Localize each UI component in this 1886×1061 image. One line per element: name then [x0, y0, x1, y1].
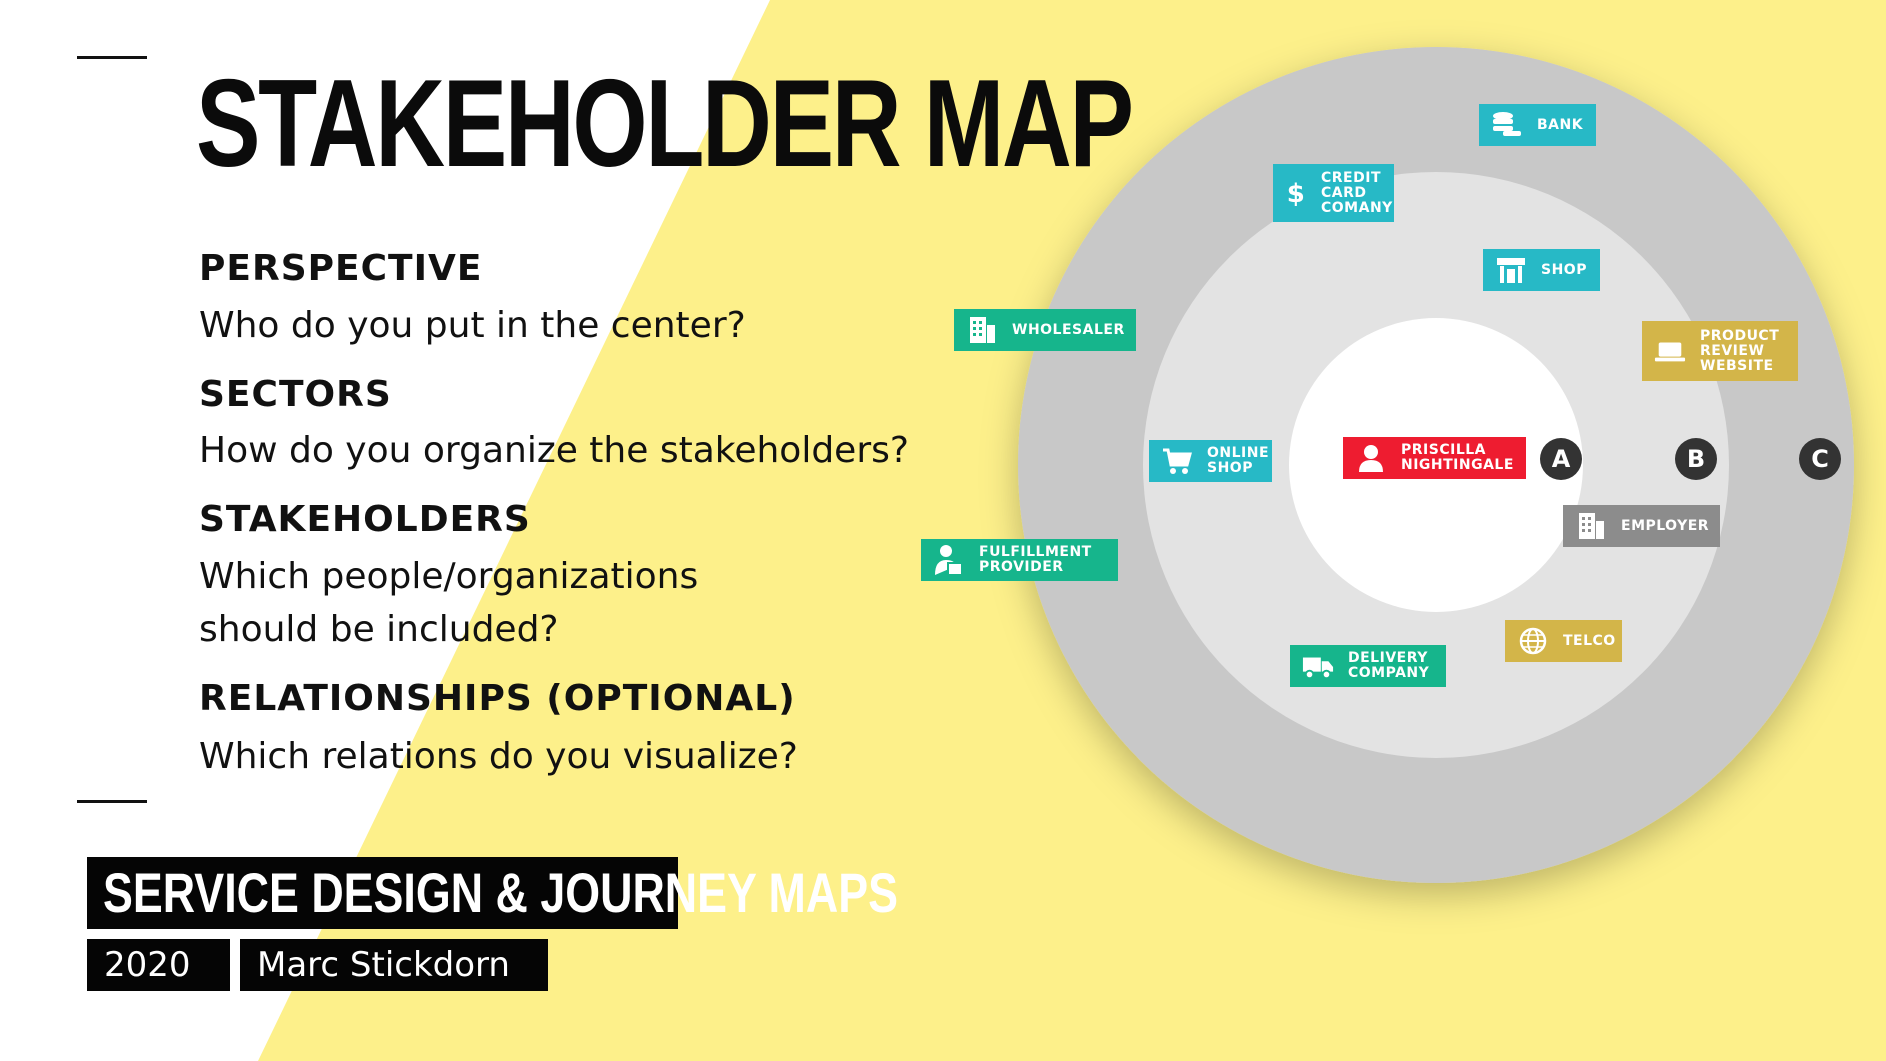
text-stakeholders-line2: should be included? — [199, 609, 559, 650]
text-relationships: Which relations do you visualize? — [199, 736, 798, 777]
stakeholder-label: WHOLESALER — [1012, 321, 1125, 338]
stakeholder-label: CREDIT CARD COMANY — [1321, 169, 1393, 216]
stakeholder-wholesaler: WHOLESALER — [954, 309, 1136, 351]
heading-sectors: SECTORS — [199, 374, 392, 415]
stakeholder-label: ONLINE SHOP — [1207, 445, 1270, 476]
svg-text:$: $ — [1287, 179, 1306, 208]
author-text: Marc Stickdorn — [257, 945, 510, 985]
stakeholder-employer: EMPLOYER — [1563, 505, 1720, 547]
year-box: 2020 — [87, 939, 230, 991]
ring-marker-a: A — [1540, 438, 1582, 480]
stakeholder-online-shop: ONLINE SHOP — [1149, 440, 1272, 482]
center-tag-label: PRISCILLA NIGHTINGALE — [1401, 442, 1514, 473]
stakeholder-label: SHOP — [1541, 261, 1587, 278]
worker-icon — [933, 545, 965, 576]
person-icon — [1355, 443, 1387, 473]
bottom-rule — [77, 800, 147, 803]
course-title: SERVICE DESIGN & JOURNEY MAPS — [103, 861, 898, 924]
stakeholder-product-review: PRODUCT REVIEW WEBSITE — [1642, 321, 1798, 381]
laptop-icon — [1654, 336, 1686, 366]
top-rule — [77, 56, 147, 59]
stakeholder-label: FULFILLMENT PROVIDER — [979, 544, 1092, 575]
stakeholder-fulfillment: FULFILLMENT PROVIDER — [921, 539, 1118, 581]
ring-marker-c: C — [1799, 438, 1841, 480]
storefront-icon — [1495, 255, 1527, 285]
stakeholder-label: DELIVERY COMPANY — [1348, 650, 1430, 681]
author-box: Marc Stickdorn — [240, 939, 548, 991]
truck-icon — [1302, 651, 1334, 681]
slide-title: STAKEHOLDER MAP — [196, 55, 1134, 193]
building-icon — [966, 315, 998, 345]
dollar-icon: $ — [1285, 178, 1307, 208]
year-text: 2020 — [104, 945, 191, 985]
stakeholder-credit-card: $ CREDIT CARD COMANY — [1273, 164, 1394, 222]
text-stakeholders-line1: Which people/organizations — [199, 556, 699, 597]
heading-perspective: PERSPECTIVE — [199, 248, 483, 289]
globe-icon — [1517, 626, 1549, 656]
heading-stakeholders: STAKEHOLDERS — [199, 499, 531, 540]
stakeholder-shop: SHOP — [1483, 249, 1600, 291]
text-perspective: Who do you put in the center? — [199, 305, 746, 346]
cart-icon — [1161, 446, 1193, 476]
text-sectors: How do you organize the stakeholders? — [199, 430, 909, 471]
heading-relationships: RELATIONSHIPS (OPTIONAL) — [199, 678, 796, 719]
stakeholder-label: TELCO — [1563, 632, 1616, 649]
stakeholder-label: BANK — [1537, 116, 1584, 133]
coins-icon — [1491, 110, 1523, 140]
stakeholder-delivery: DELIVERY COMPANY — [1290, 645, 1446, 687]
ring-marker-b: B — [1675, 438, 1717, 480]
stakeholder-label: PRODUCT REVIEW WEBSITE — [1700, 327, 1780, 374]
stakeholder-bank: BANK — [1479, 104, 1596, 146]
center-tag-priscilla: PRISCILLA NIGHTINGALE — [1343, 437, 1526, 479]
building-icon — [1575, 511, 1607, 541]
stakeholder-telco: TELCO — [1505, 620, 1622, 662]
stakeholder-label: EMPLOYER — [1621, 517, 1710, 534]
course-title-box: SERVICE DESIGN & JOURNEY MAPS — [87, 857, 898, 929]
